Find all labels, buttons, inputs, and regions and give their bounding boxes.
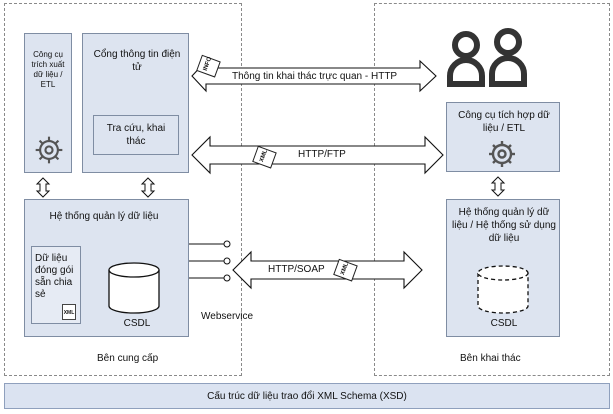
search-label: Tra cứu, khai thác [106,123,166,147]
provider-caption: Bên cung cấp [97,353,159,364]
provider-mgmt-label: Hệ thống quản lý dữ liệu [49,211,159,222]
xml-file-icon: XML [62,304,76,320]
arrow-portal-mgmt [140,177,156,198]
xml-file-icon [252,145,277,169]
portal-label: Cổng thông tin điện tử [93,49,181,73]
users-icon [447,28,527,87]
provider-etl-tool: Công cụ trích xuất dữ liệu / ETL [24,33,72,173]
consumer-mgmt-label: Hệ thống quản lý dữ liệu / Hệ thống sử d… [452,207,556,244]
arrow-etl-mgmt [35,177,51,198]
package-box: Dữ liệu đóng gói sẵn chia sẻ XML [31,246,81,324]
gear-icon [35,136,63,164]
webservice-label: Webservice [201,311,254,322]
consumer-etl-tool: Công cụ tích hợp dữ liệu / ETL [446,102,560,172]
footer-bar: Cấu trúc dữ liệu trao đổi XML Schema (XS… [4,383,610,409]
package-label: Dữ liệu đóng gói sẵn chia sẻ [35,253,74,300]
provider-mgmt-box: Hệ thống quản lý dữ liệu Dữ liệu đóng gó… [24,199,189,337]
arrow-http-ftp [191,135,444,175]
http-visual-label: Thông tin khai thác trực quan - HTTP [232,71,398,82]
webservice-connectors [189,240,231,282]
consumer-etl-label: Công cụ tích hợp dữ liệu / ETL [458,110,550,134]
info-file-icon [196,54,221,78]
search-box: Tra cứu, khai thác [93,115,179,155]
arrow-consumer-etl-mgmt [490,176,506,197]
vertical-arrows [35,176,506,198]
provider-db-icon [108,262,160,314]
http-ftp-label: HTTP/FTP [298,149,346,160]
footer-label: Cấu trúc dữ liệu trao đổi XML Schema (XS… [207,391,407,402]
provider-etl-label: Công cụ trích xuất dữ liệu / ETL [31,50,65,89]
arrow-http-soap [232,250,423,290]
provider-db-label: CSDL [123,318,151,329]
xml-file-icon [333,258,358,282]
gear-icon [489,141,515,167]
consumer-db-icon [477,265,529,314]
consumer-db-label: CSDL [490,318,518,329]
consumer-caption: Bên khai thác [460,353,521,364]
portal-box: Cổng thông tin điện tử Tra cứu, khai thá… [82,33,189,173]
http-soap-label: HTTP/SOAP [268,264,325,275]
